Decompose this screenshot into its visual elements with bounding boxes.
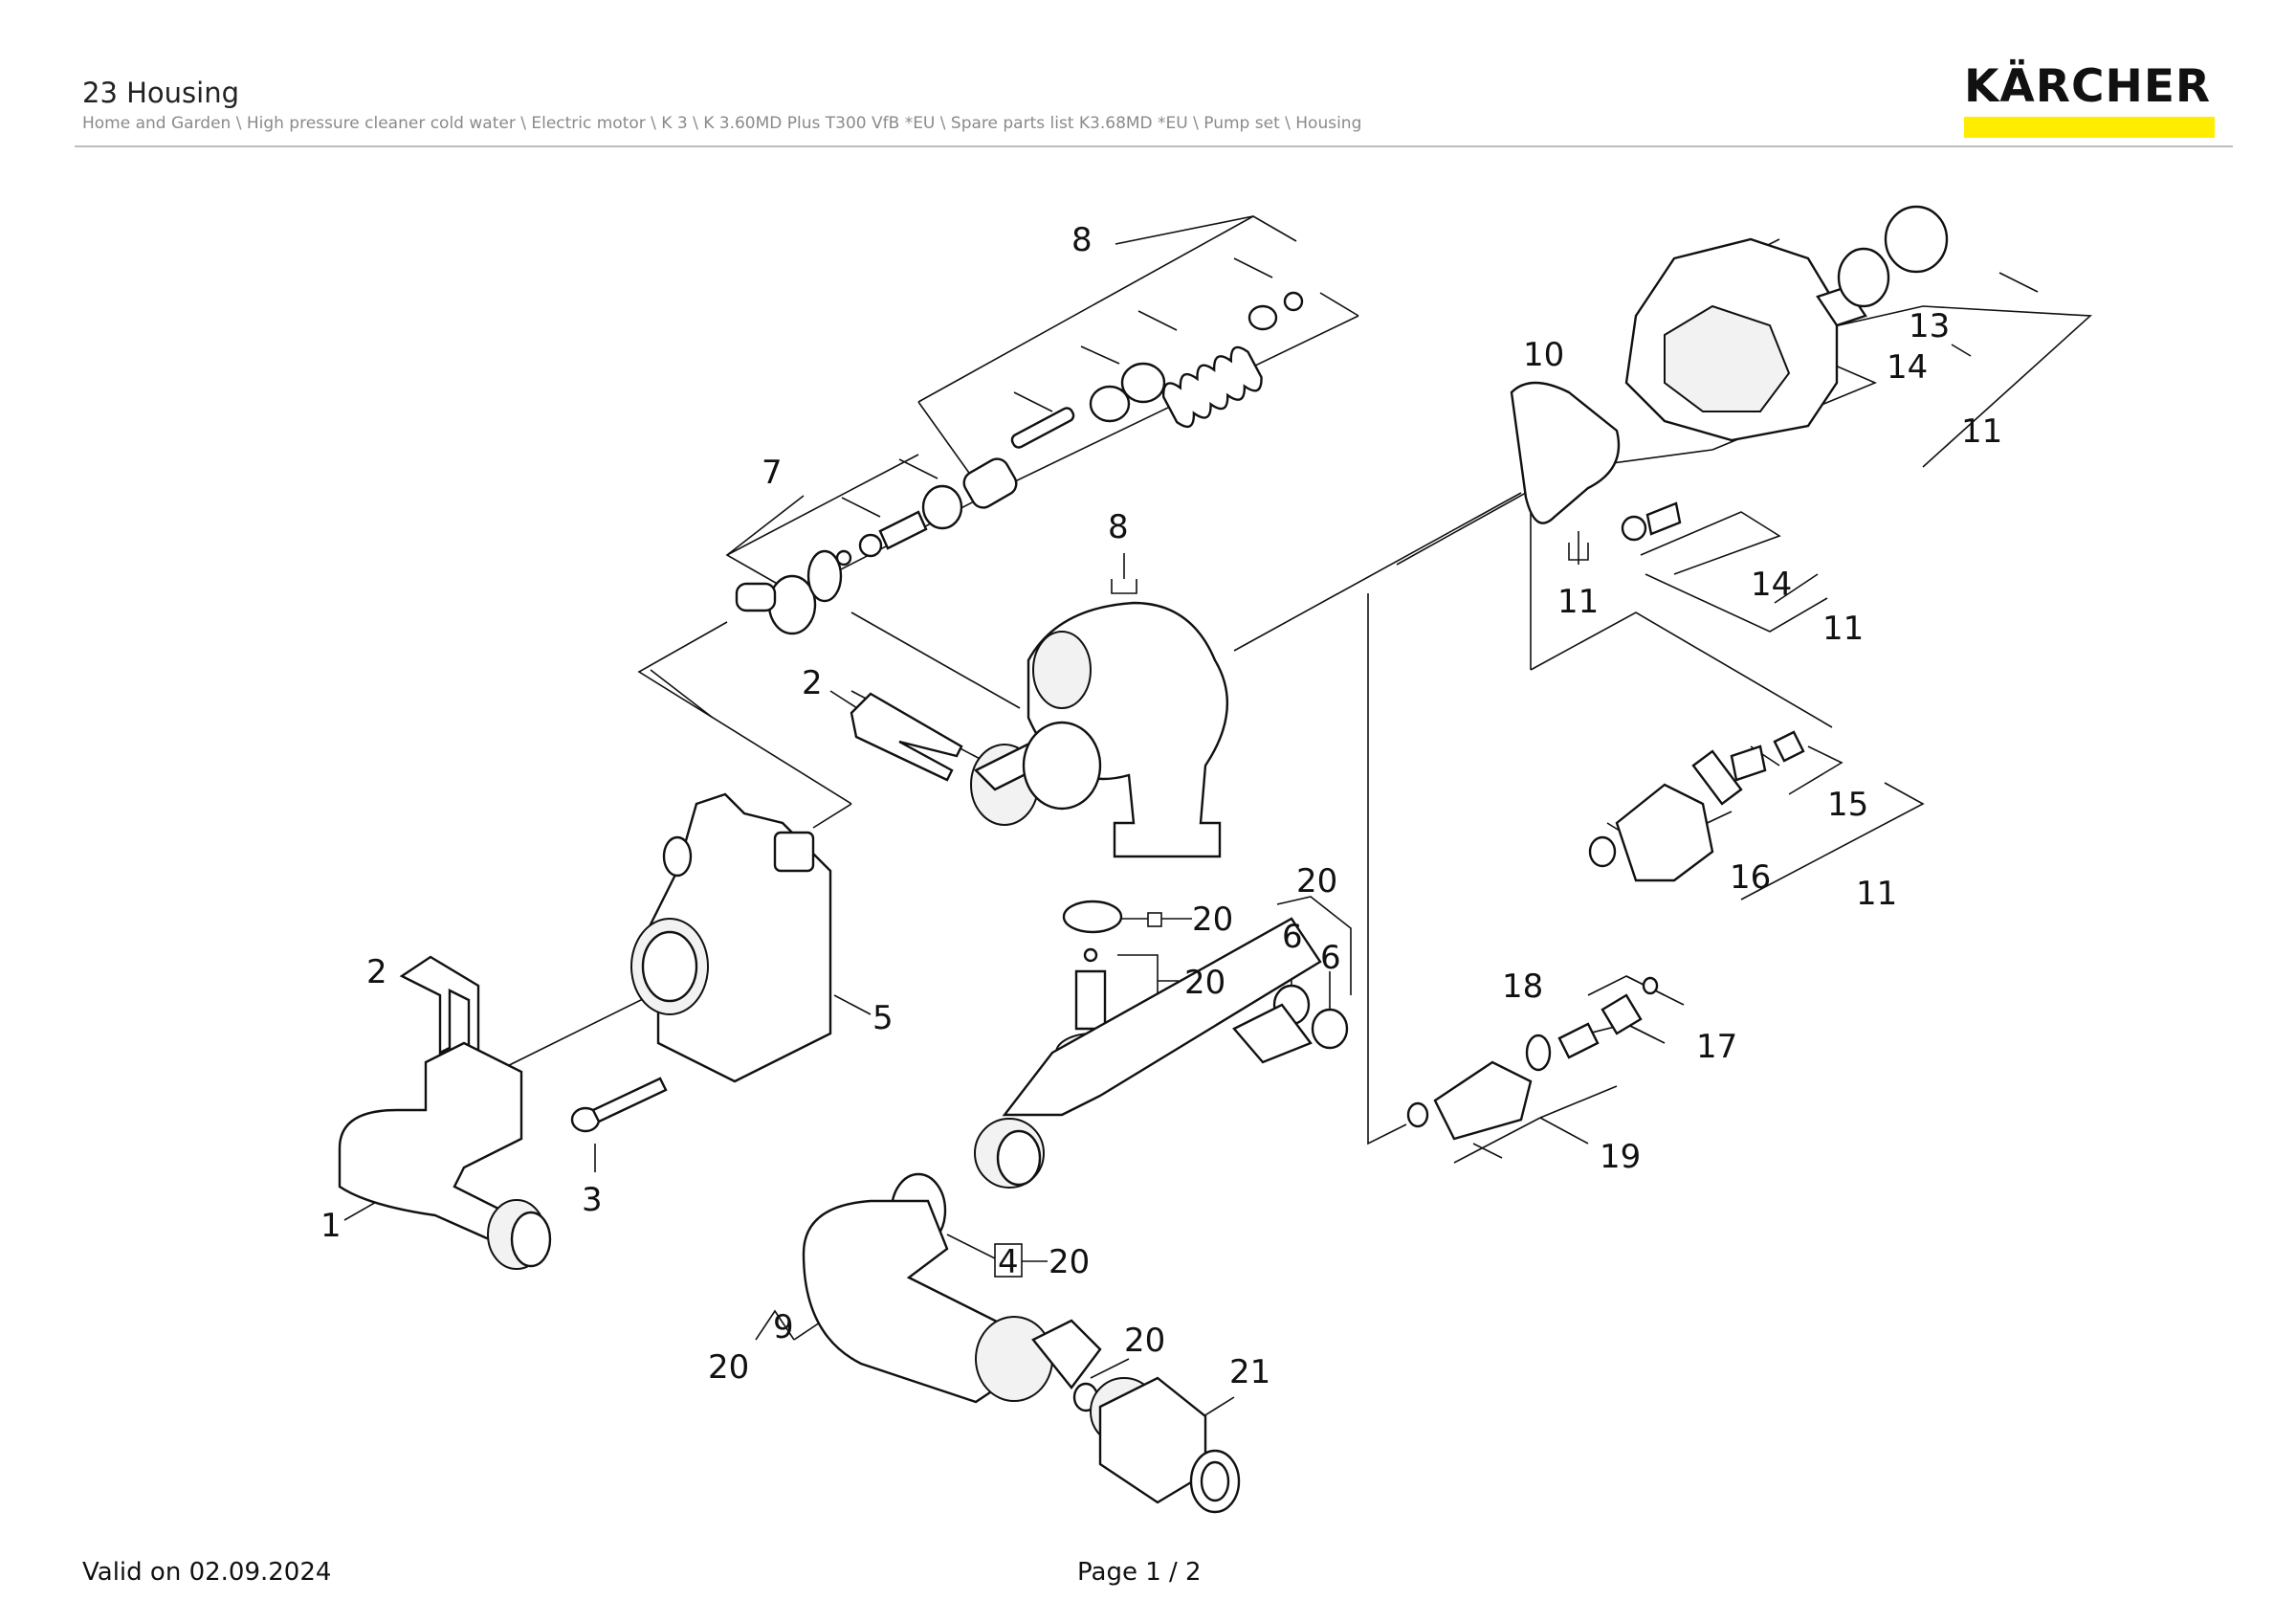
callout-15: 15: [1827, 786, 1868, 824]
callout-13: 13: [1909, 307, 1950, 345]
valid-date: Valid on 02.09.2024: [82, 1558, 332, 1587]
callout-10: 10: [1523, 336, 1564, 374]
retaining-clip-upper-part: [850, 692, 963, 782]
callout-14-top: 14: [1887, 348, 1928, 387]
inlet-elbow-part: [338, 1041, 552, 1270]
callout-5: 5: [872, 999, 894, 1037]
callout-labels: 8 7 8 2 10 11 13 14 11 14 11 15 16 11 20…: [320, 221, 2002, 1391]
pump-housing-part: [630, 792, 832, 1083]
valve-assembly-part: [962, 291, 1304, 509]
breadcrumb: Home and Garden \ High pressure cleaner …: [82, 114, 1362, 133]
callout-19: 19: [1600, 1138, 1641, 1176]
callout-7: 7: [762, 454, 783, 492]
retaining-clip-lower-part: [399, 955, 480, 1069]
valve-housing-part: [970, 601, 1229, 858]
callout-4: 4: [998, 1243, 1019, 1281]
callout-11-mid: 11: [1822, 610, 1864, 648]
callout-8-top: 8: [1071, 221, 1093, 259]
callout-11-left: 11: [1557, 583, 1599, 621]
callout-3: 3: [582, 1181, 603, 1219]
callout-2-upper: 2: [802, 664, 823, 702]
callout-14-mid: 14: [1751, 566, 1792, 604]
valve-15-16-part: [1588, 730, 1805, 882]
callout-20-right: 20: [1296, 862, 1337, 900]
seal-10-part: [1510, 381, 1621, 524]
callout-16: 16: [1730, 858, 1771, 897]
callout-20-by-9: 20: [708, 1348, 749, 1387]
hose-coupling-part: [1090, 1376, 1241, 1514]
callout-6-left: 6: [1282, 918, 1303, 956]
callout-6-right: 6: [1320, 939, 1341, 977]
valve-17-18-19-part: [1406, 976, 1659, 1141]
screw-part: [570, 1077, 668, 1133]
brand-logo: KÄRCHER: [1964, 63, 2215, 138]
spring-14-part: [1621, 501, 1682, 542]
suction-pipe-part: [802, 1172, 1102, 1412]
callout-20-stem: 20: [1184, 964, 1225, 1002]
callout-21: 21: [1229, 1353, 1270, 1391]
page-number: Page 1 / 2: [1077, 1558, 1202, 1587]
callout-2-lower: 2: [366, 953, 387, 991]
brand-logo-bar: [1964, 117, 2215, 138]
callout-17: 17: [1696, 1028, 1737, 1066]
callout-11-top: 11: [1961, 412, 2002, 451]
callout-1: 1: [320, 1207, 342, 1245]
valve-group-part: [735, 484, 963, 635]
callout-20-oring: 20: [1192, 900, 1233, 939]
callout-20-lower: 20: [1124, 1322, 1165, 1360]
callout-20-by-4: 20: [1049, 1243, 1090, 1281]
callout-11-low: 11: [1856, 875, 1897, 913]
header-divider: [75, 145, 2233, 147]
brand-logo-text: KÄRCHER: [1964, 60, 2212, 113]
callout-9: 9: [773, 1308, 794, 1346]
pipe-assembly-part: [974, 900, 1349, 1189]
callout-18: 18: [1502, 967, 1543, 1006]
pump-head-part: [1624, 205, 1949, 442]
page-title: 23 Housing: [82, 77, 240, 109]
callout-8-mid: 8: [1108, 508, 1129, 546]
parts: [338, 205, 1949, 1514]
